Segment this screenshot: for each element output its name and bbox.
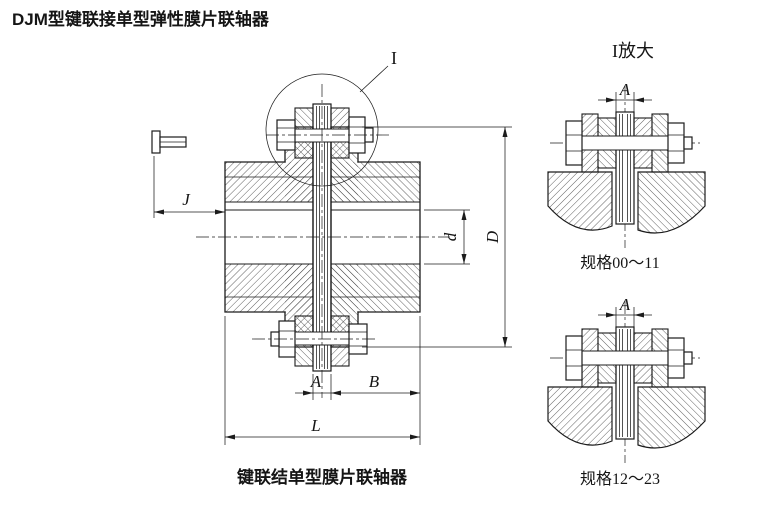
dimension-J: J	[153, 156, 225, 218]
detail-callout: I	[265, 48, 397, 187]
dimension-A-B: A B	[295, 372, 420, 400]
stud	[151, 130, 187, 154]
flange-mass-left2	[547, 386, 613, 446]
dim-label-D: D	[483, 230, 502, 244]
dimension-d: d	[424, 209, 470, 265]
dim-label-A: A	[310, 372, 322, 391]
dim-label-A-detail1: A	[619, 80, 631, 99]
detail-section-heading: I放大	[612, 41, 654, 61]
flange-mass-right2	[637, 386, 706, 449]
dim-label-L: L	[310, 416, 320, 435]
bolt-tip-detail1	[683, 136, 693, 150]
dimension-A-detail1: A	[598, 80, 652, 116]
diaphragm-pack-detail2	[615, 326, 635, 440]
dimension-D: D	[362, 126, 512, 348]
bolt-tip-detail2	[683, 351, 693, 365]
dimension-L: L	[224, 316, 421, 445]
detail2-caption: 规格12～23	[580, 470, 660, 488]
bolt-assembly-top	[276, 107, 374, 159]
dim-label-B: B	[369, 372, 380, 391]
dim-label-d: d	[441, 232, 460, 241]
bolt-head-detail1	[565, 120, 583, 166]
dimension-A-detail2: A	[598, 295, 652, 331]
detail-marker-label: I	[391, 48, 397, 68]
bore-lines	[225, 201, 420, 265]
dim-label-A-detail2: A	[619, 295, 631, 314]
dim-label-J: J	[182, 190, 191, 209]
main-view-caption: 键联结单型膜片联轴器	[237, 467, 408, 487]
diaphragm-pack-detail	[615, 111, 635, 225]
page-title: DJM型键联接单型弹性膜片联轴器	[12, 9, 270, 29]
detail-view-spec-12-23: A 规格12～23	[547, 295, 706, 488]
detail1-caption: 规格00～11	[580, 254, 659, 272]
center-lines	[196, 84, 450, 398]
bolt-head-detail2	[565, 335, 583, 381]
nut-detail1	[667, 122, 685, 164]
flange-mass-left	[547, 171, 613, 231]
flange-mass-right	[637, 171, 706, 234]
main-view: I J d D A B	[151, 48, 512, 487]
detail-view-spec-00-11: A 规格00～11	[547, 80, 706, 272]
detail-circle	[265, 73, 379, 187]
nut-detail2	[667, 337, 685, 379]
leader-line	[359, 65, 389, 93]
detail-section: I放大 A 规格0	[547, 41, 706, 488]
chamfer-lines	[225, 176, 420, 298]
